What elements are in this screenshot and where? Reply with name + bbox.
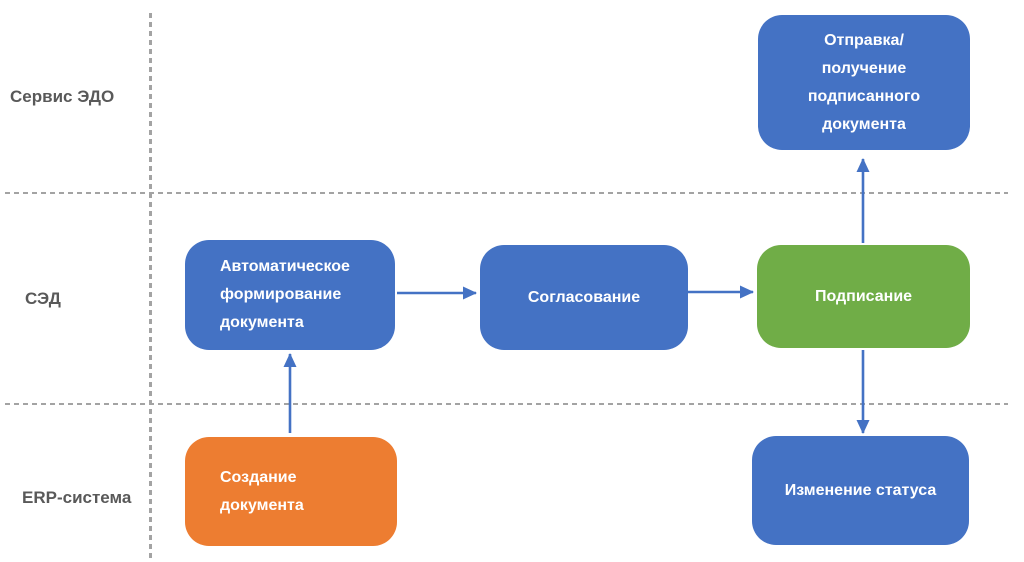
node-label: Подписание — [814, 287, 913, 305]
lane-label-servis-edo: Сервис ЭДО — [10, 87, 115, 106]
node-izmenenie-statusa: Изменение статуса — [752, 436, 969, 545]
lane-label-sed: СЭД — [25, 289, 61, 308]
swimlane-divider-horizontal-top — [5, 192, 1008, 194]
lane-label-erp-sistema: ERP-система — [22, 488, 132, 507]
swimlane-divider-vertical — [149, 13, 152, 562]
node-label: Согласование — [527, 288, 641, 306]
swimlane-divider-horizontal-bottom — [5, 403, 1008, 405]
node-podpisanie: Подписание — [757, 245, 970, 348]
node-label: Изменение статуса — [784, 481, 937, 499]
node-soglasovanie: Согласование — [480, 245, 688, 350]
